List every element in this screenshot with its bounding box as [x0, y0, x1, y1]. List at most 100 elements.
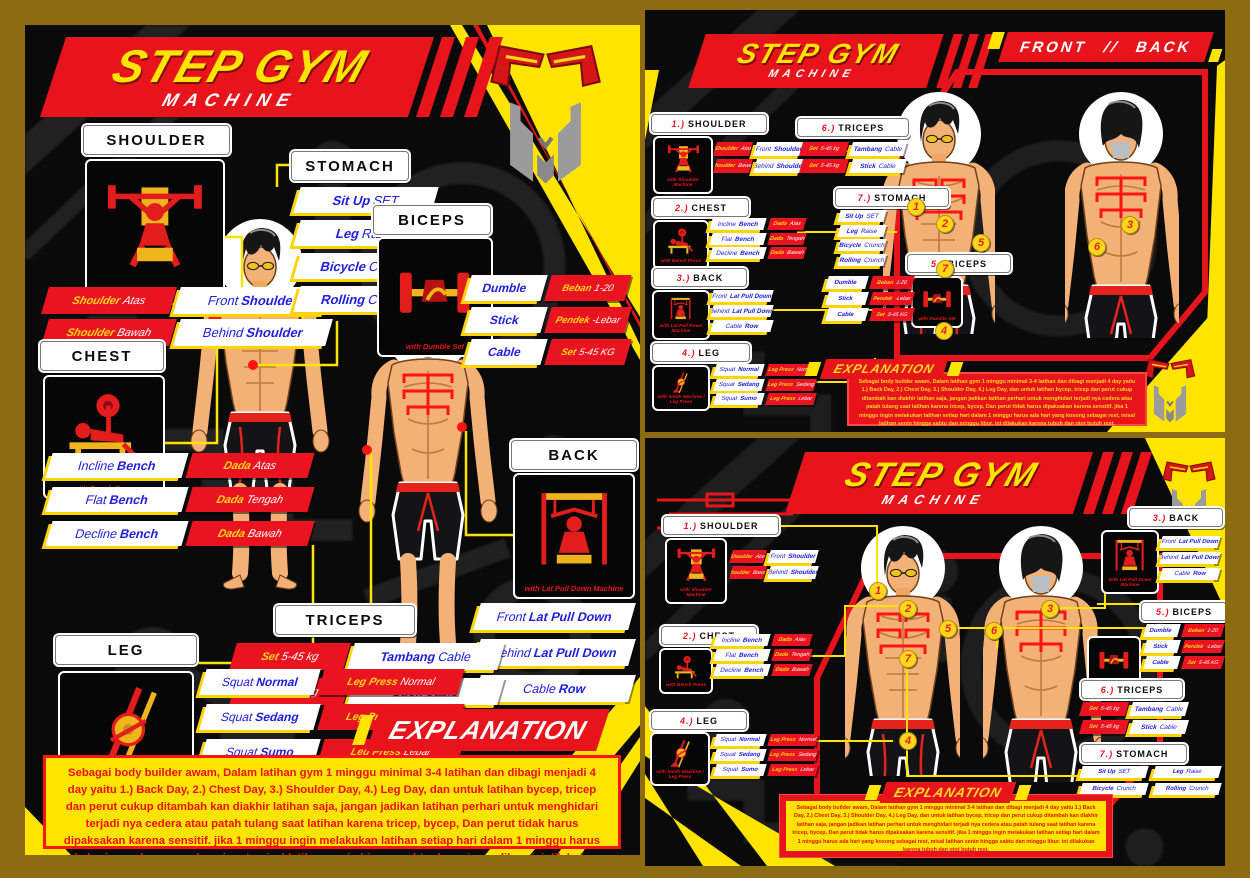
section-header-stomach: STOMACH [291, 151, 409, 181]
shoulder-machine-icon [662, 141, 705, 178]
machine-caption: with Smith Machine / Leg Press [656, 769, 704, 781]
section-label: SHOULDER [700, 520, 759, 531]
shoulder-machine-box: with Shoulder Machine [85, 159, 225, 305]
explanation-banner: EXPLANATION [879, 782, 1017, 803]
machine-caption: with Lat Pull Down Machine [659, 323, 703, 335]
section-header-stomach: 7.) STOMACH [1081, 744, 1187, 763]
section-label: STOMACH [305, 157, 395, 175]
machine-caption: with Shoulder Machine [667, 177, 699, 189]
section-label: TRICEPS [838, 122, 885, 133]
explanation-box: Sebagai body builder awam, Dalam latihan… [779, 794, 1113, 858]
section-label: BACK [548, 446, 600, 464]
exercise-label: Dumble [1143, 624, 1181, 637]
section-header-back: 3.) BACK [1129, 508, 1223, 527]
chest-machine-box: with Bench Press [659, 648, 713, 694]
section-header-leg: LEG [55, 635, 197, 665]
bull-logo [483, 33, 608, 201]
marker-5: 5 [939, 620, 957, 638]
exercise-label: Stick [464, 307, 548, 333]
machine-caption: with Dumble Set [918, 317, 956, 323]
explanation-title: EXPLANATION [385, 714, 591, 745]
exercise-label: Stick [1143, 640, 1181, 653]
section-label: SHOULDER [106, 131, 207, 149]
lat-pulldown-icon [660, 295, 701, 324]
section-label: BACK [1169, 512, 1200, 523]
section-header-triceps: TRICEPS [275, 605, 415, 635]
section-header-shoulder: 1.) SHOULDER [651, 114, 767, 133]
section-header-leg: 4.) LEG [651, 711, 747, 730]
shoulder-machine-icon [674, 543, 719, 588]
section-header-shoulder: SHOULDER [83, 125, 230, 155]
marker-6: 6 [1088, 238, 1106, 256]
marker-4: 4 [935, 322, 953, 340]
muscle-tag: Pendek-Lebar [544, 307, 632, 333]
section-header-triceps: 6.) TRICEPS [1081, 680, 1183, 699]
marker-7: 7 [936, 260, 954, 278]
lat-pulldown-icon [1109, 535, 1150, 578]
muscle-tag: Pendek-Lebar [869, 292, 915, 305]
back-machine-box: with Lat Pull Down Machine [513, 473, 635, 599]
marker-5: 5 [972, 234, 990, 252]
biceps-machine-box: with Dumble Set [911, 276, 963, 328]
section-label: STOMACH [1116, 748, 1169, 759]
front-label: FRONT [1017, 38, 1090, 56]
machine-caption: with Shoulder Machine [680, 587, 712, 599]
explanation-banner: EXPLANATION [819, 359, 949, 379]
panel-overview: STEP GYM MACHINE 1.) SHOULDER with Shoul… [645, 438, 1225, 866]
machine-caption: with Lat Pull Down Machine [524, 584, 624, 594]
title-banner: STEP GYM MACHINE [688, 34, 944, 88]
explanation-text: Sebagai body builder awam, Dalam latihan… [858, 379, 1136, 427]
lat-pulldown-icon [526, 478, 622, 585]
